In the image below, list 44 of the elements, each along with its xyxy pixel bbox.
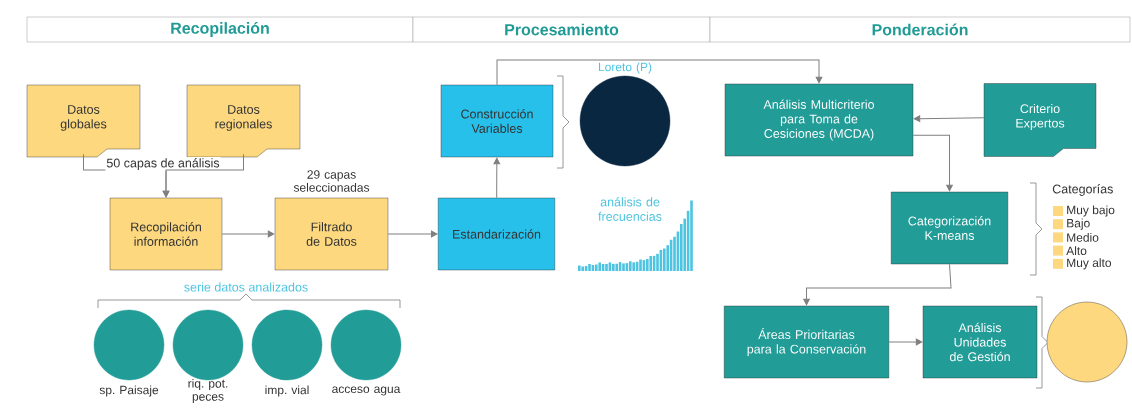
- node-label: riq. pot. peces: [188, 378, 228, 404]
- process-box: Análisis Unidades de Gestión: [922, 305, 1038, 379]
- bracket-label: serie datos analizados: [184, 282, 308, 292]
- circle: [1046, 301, 1128, 383]
- chart-caption: análisis de frecuencias: [598, 197, 662, 221]
- arrow: [912, 134, 953, 192]
- header-cell: Procesamiento: [412, 16, 711, 43]
- arrow: [496, 59, 823, 86]
- process-box: Filtrado de Datos: [274, 197, 389, 271]
- arrow: [221, 230, 275, 238]
- arrow: [803, 263, 952, 306]
- process-box: Áreas Prioritarias para la Conservación: [723, 305, 890, 379]
- legend-label: Muy alto: [1067, 258, 1112, 270]
- node-label: 29 capas seleccionadas: [293, 170, 370, 192]
- process-box: Categorización K-means: [890, 191, 1009, 265]
- circle: [172, 309, 244, 381]
- node-label: acceso agua: [332, 386, 401, 396]
- circle: [251, 309, 323, 381]
- process-box: Estandarización: [437, 197, 556, 271]
- arrow: [888, 338, 923, 346]
- header-cell: Recopilación: [26, 16, 414, 43]
- legend-label: Muy bajo: [1067, 205, 1115, 217]
- node-label: sp. Paisaje: [99, 385, 159, 397]
- circle: [579, 75, 671, 167]
- header-cell: Ponderación: [709, 16, 1131, 43]
- arrow: [387, 230, 438, 238]
- legend-label: Medio: [1067, 233, 1099, 242]
- node-label: imp. vial: [265, 385, 309, 397]
- note-box: Datos globales: [26, 84, 141, 158]
- arrow: [913, 115, 985, 122]
- edge-label: 50 capas de análisis: [105, 157, 221, 171]
- process-box: Análisis Multicriterio para Toma de Cesiciones (MCDA): [724, 83, 914, 157]
- circle: [330, 309, 402, 381]
- arrow: [493, 157, 501, 199]
- note-box: Datos regionales: [186, 84, 301, 158]
- legend-label: Bajo: [1067, 218, 1090, 230]
- process-box: Construcción Variables: [440, 84, 554, 158]
- legend-title: Categorías: [1052, 184, 1113, 196]
- arrow: [162, 153, 244, 198]
- note-box: Criterio Expertos: [983, 83, 1097, 157]
- node-label: Loreto (P): [599, 62, 652, 74]
- legend-label: Alto: [1066, 246, 1087, 255]
- circle: [93, 309, 165, 381]
- process-box: Recopilación información: [109, 197, 223, 271]
